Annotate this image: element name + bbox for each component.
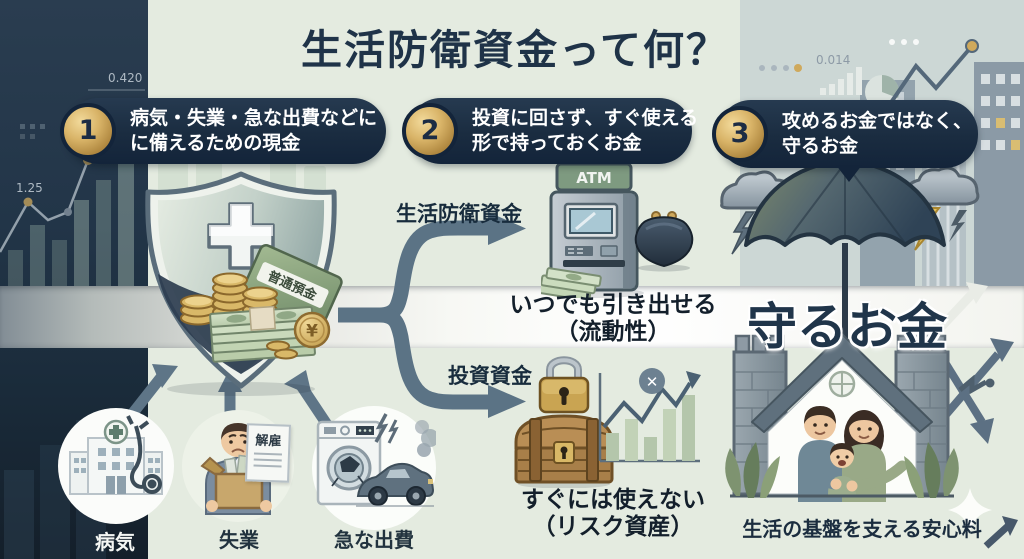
spark-icon xyxy=(374,413,389,443)
trend-arrows xyxy=(918,278,1024,559)
liquid-caption-line-2: （流動性） xyxy=(555,319,671,346)
point-banner-2: 2 投資に回さず、すぐ使える 形で持っておくお金 xyxy=(402,98,699,164)
bg-value-1: 0.420 xyxy=(108,71,142,85)
atm-sign-label: ATM xyxy=(576,169,612,187)
plant-right-icon xyxy=(904,442,959,498)
padlock-icon xyxy=(536,350,592,414)
expense-label: 急な出費 xyxy=(334,528,414,552)
yen-symbol: ¥ xyxy=(306,322,318,342)
blocked-growth-chart-icon: ✕ xyxy=(598,365,702,465)
coin-purse-icon xyxy=(630,208,698,272)
page-title: 生活防衛資金って何？ xyxy=(301,26,729,74)
illness-circle xyxy=(58,408,174,524)
blocked-mark: ✕ xyxy=(646,373,659,391)
point-banner-1: 1 病気・失業・急な出費などに に備えるための現金 xyxy=(60,98,386,164)
plant-left-icon xyxy=(725,442,780,498)
atm-icon: ATM xyxy=(541,162,653,298)
liquid-caption-line-1: いつでも引き出せる xyxy=(509,292,717,318)
hospital-cross-icon xyxy=(109,425,123,439)
point-2-line-2: 形で持っておくお金 xyxy=(472,132,642,154)
invest-caption: すぐには使えない （リスク資産） xyxy=(506,487,720,541)
hospital-icon xyxy=(69,415,163,495)
spark-icon xyxy=(387,419,399,444)
number-badge-3: 3 xyxy=(712,106,768,162)
round-window-icon xyxy=(828,370,856,398)
dark-lightning-icon xyxy=(949,210,967,242)
stethoscope-icon xyxy=(126,415,162,494)
broken-appliance-car-icon xyxy=(316,413,436,507)
sparkle-icon xyxy=(948,488,992,532)
point-1-line-1: 病気・失業・急な出費などに xyxy=(130,107,378,130)
unemployment-label: 失業 xyxy=(219,528,259,552)
point-3-line-2: 守るお金 xyxy=(782,135,859,157)
invest-fund-label: 投資資金 xyxy=(448,364,532,388)
family-figures xyxy=(798,406,908,502)
roof xyxy=(751,333,933,433)
yen-coin-icon: ¥ xyxy=(293,311,331,349)
cash-out-icon xyxy=(541,267,602,298)
smoke-icon xyxy=(415,420,436,457)
point-1-line-2: に備えるための現金 xyxy=(130,132,301,154)
dismissal-notice-icon: 解雇 xyxy=(245,423,291,483)
protect-money-headline: 守るお金 xyxy=(747,298,947,356)
dismissal-notice-label: 解雇 xyxy=(255,433,282,450)
banknote-stack-icon xyxy=(209,305,316,363)
illness-label: 病気 xyxy=(95,530,135,554)
number-badge-2: 2 xyxy=(402,103,458,159)
castle-family-icon xyxy=(722,332,962,512)
shield-money-icon: 普通預金 xyxy=(126,168,356,396)
liquid-fund-label: 生活防衛資金 xyxy=(396,202,522,226)
bg-value-2: 1.25 xyxy=(16,181,43,195)
treasure-chest-icon xyxy=(510,408,618,488)
lightning-icon xyxy=(731,211,756,255)
banner-tail xyxy=(836,165,862,182)
invest-caption-line-1: すぐには使えない xyxy=(521,487,705,513)
expense-circle xyxy=(312,406,436,530)
bg-value-3: 0.014 xyxy=(816,53,850,67)
protect-caption: 生活の基盤を支える安心料 xyxy=(742,517,982,541)
point-banner-3: 3 攻めるお金ではなく、 守るお金 xyxy=(712,100,978,182)
invest-caption-line-2: （リスク資産） xyxy=(532,514,694,541)
liquid-caption: いつでも引き出せる （流動性） xyxy=(508,292,718,346)
point-3-line-1: 攻めるお金ではなく、 xyxy=(782,110,973,133)
umbrella-icon xyxy=(733,147,958,359)
flow-branch-arrows xyxy=(338,176,543,432)
number-badge-1: 1 xyxy=(60,103,116,159)
point-2-line-1: 投資に回さず、すぐ使える xyxy=(472,107,699,130)
